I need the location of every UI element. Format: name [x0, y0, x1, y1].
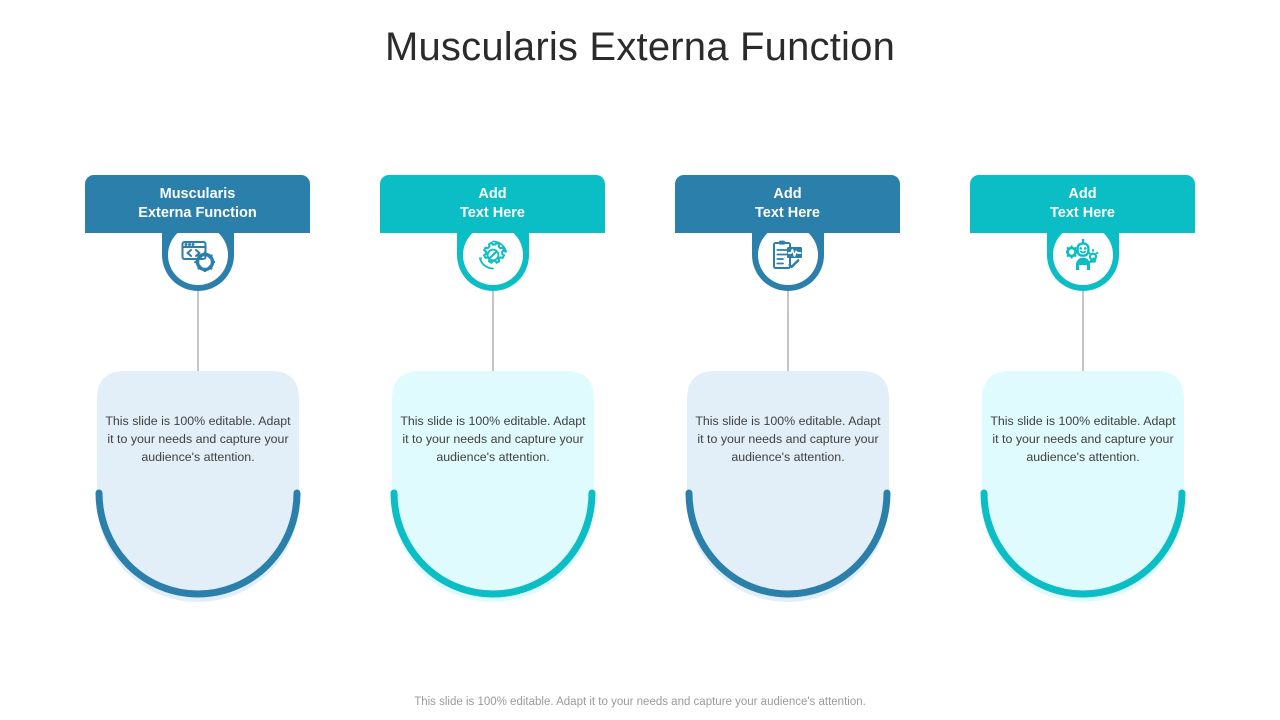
- card-body-text-2: This slide is 100% editable. Adapt it to…: [400, 414, 586, 464]
- card-header-1[interactable]: Muscularis Externa Function: [85, 175, 310, 233]
- connector-line-4: [1082, 291, 1083, 373]
- card-header-line1: Add: [478, 185, 507, 202]
- column-4[interactable]: Add Text Here: [970, 175, 1195, 605]
- card-header-line1: Muscularis: [159, 185, 236, 202]
- card-body-text-4: This slide is 100% editable. Adapt it to…: [990, 414, 1176, 464]
- connector-line-2: [492, 291, 493, 373]
- footer-note: This slide is 100% editable. Adapt it to…: [414, 696, 866, 708]
- card-body-3: This slide is 100% editable. Adapt it to…: [685, 371, 891, 603]
- column-3[interactable]: Add Text Here: [675, 175, 900, 605]
- card-header-line2: Text Here: [459, 205, 525, 221]
- connector-line-1: [197, 291, 198, 373]
- clipboard-ecg-icon: [757, 225, 818, 285]
- card-header-line1: Add: [773, 185, 802, 202]
- card-body-text-1: This slide is 100% editable. Adapt it to…: [105, 414, 291, 464]
- card-header-2[interactable]: Add Text Here: [380, 175, 605, 233]
- column-1[interactable]: Muscularis Externa Function: [85, 175, 310, 605]
- card-body-4: This slide is 100% editable. Adapt it to…: [980, 371, 1186, 603]
- page-title: Muscularis Externa Function: [384, 25, 896, 69]
- gear-process-icon: [462, 225, 523, 285]
- column-2[interactable]: Add Text Here: [380, 175, 605, 605]
- card-header-line2: Text Here: [754, 205, 820, 221]
- card-header-4[interactable]: Add Text Here: [970, 175, 1195, 233]
- card-body-text-3: This slide is 100% editable. Adapt it to…: [695, 414, 881, 464]
- card-header-3[interactable]: Add Text Here: [675, 175, 900, 233]
- card-header-line1: Add: [1068, 185, 1097, 202]
- card-body-1: This slide is 100% editable. Adapt it to…: [95, 371, 301, 603]
- column-group: Muscularis Externa Function: [85, 175, 1195, 605]
- code-window-gear-icon: [167, 225, 228, 285]
- card-header-line2: Text Here: [1049, 205, 1115, 221]
- card-body-2: This slide is 100% editable. Adapt it to…: [390, 371, 596, 603]
- connector-line-3: [787, 291, 788, 373]
- card-header-line2: Externa Function: [138, 205, 257, 221]
- robot-assistant-icon: [1052, 225, 1113, 285]
